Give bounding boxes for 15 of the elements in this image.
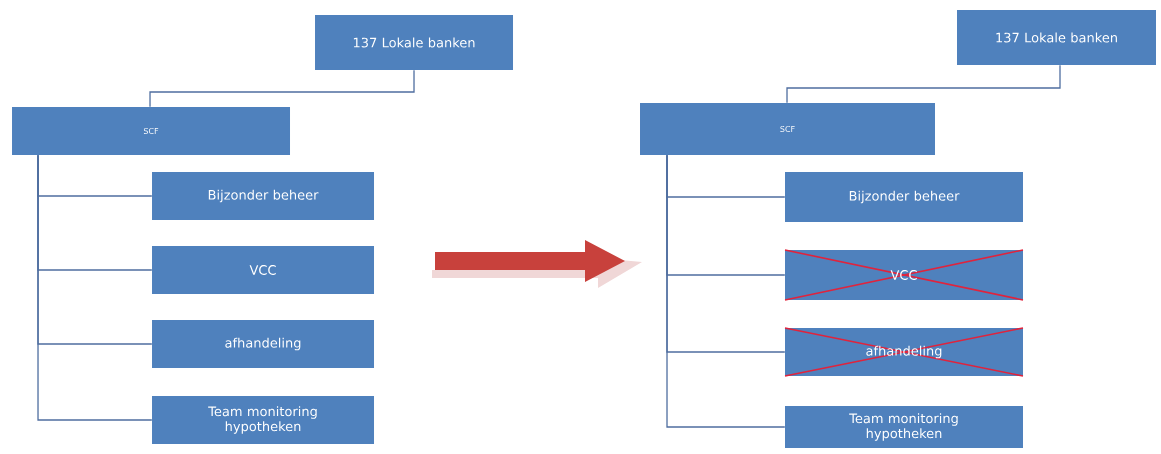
connector-line	[666, 154, 786, 428]
org-box: Team monitoring hypotheken	[152, 396, 374, 444]
org-box: Bijzonder beheer	[152, 172, 374, 220]
connector-line	[149, 69, 415, 108]
org-box: SCF	[12, 107, 290, 155]
connector-line	[786, 64, 1061, 104]
org-box: 137 Lokale banken	[315, 15, 513, 70]
org-box: afhandeling	[152, 320, 374, 368]
org-box: Bijzonder beheer	[785, 172, 1023, 222]
org-box: 137 Lokale banken	[957, 10, 1156, 65]
org-box: SCF	[640, 103, 935, 155]
org-box: VCC	[784, 249, 1024, 301]
org-box: VCC	[152, 246, 374, 294]
connector-line	[37, 154, 153, 421]
org-box: Team monitoring hypotheken	[785, 406, 1023, 448]
